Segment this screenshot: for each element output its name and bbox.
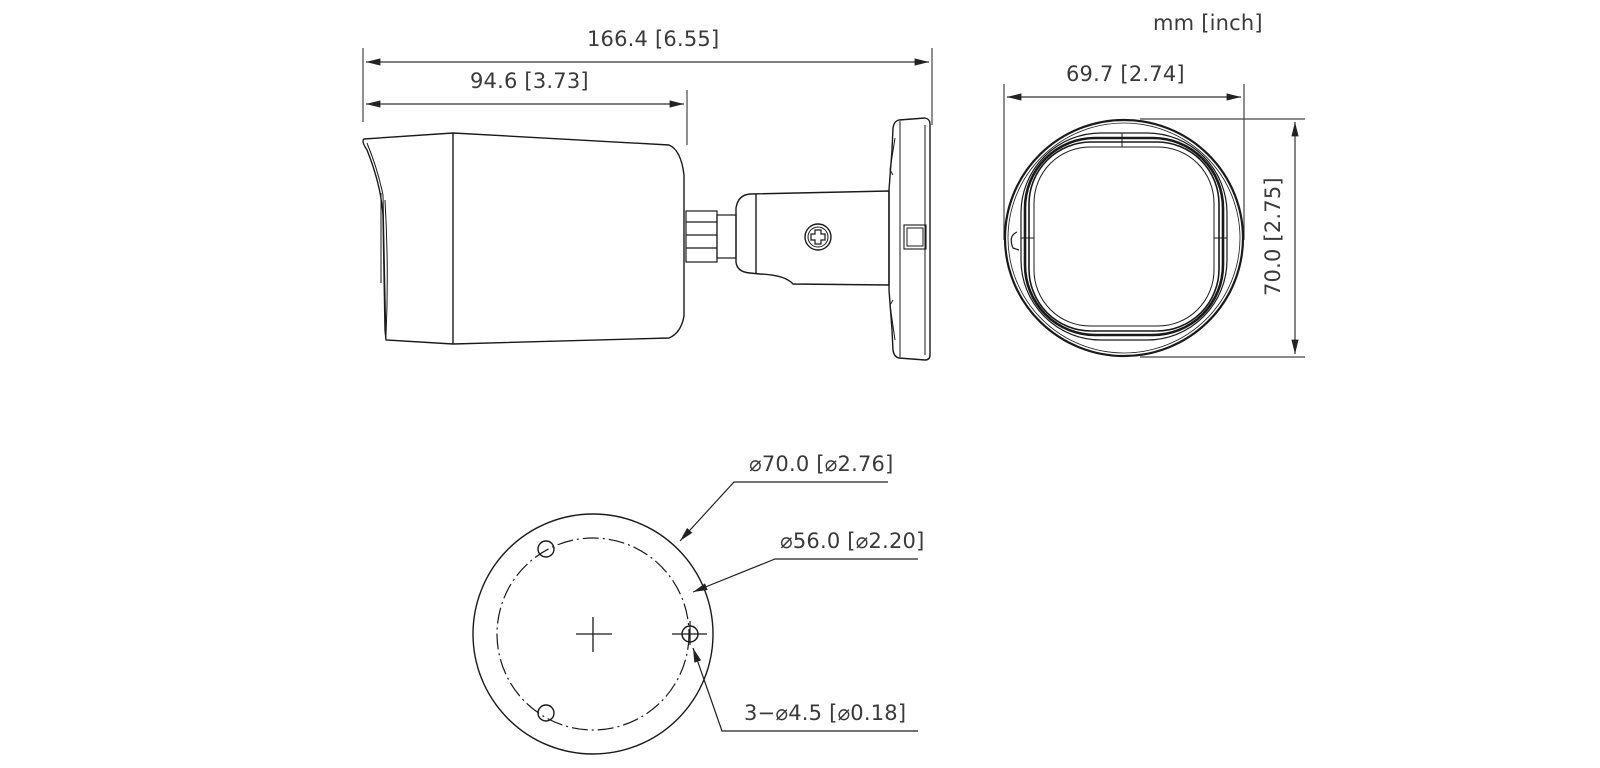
front-width-label: 69.7 [2.74] (1066, 62, 1185, 86)
mount-base-plate-side (888, 117, 931, 361)
side-extension-lines (362, 48, 933, 145)
housing-length-label: 94.6 [3.73] (470, 69, 589, 93)
mount-bracket-arm (735, 190, 890, 286)
front-view (1003, 84, 1305, 358)
bolt-circle-diameter-label: ⌀56.0 [⌀2.20] (780, 529, 925, 553)
side-view (362, 48, 933, 361)
front-extension-lines (1003, 84, 1305, 358)
base-outer-circle (472, 513, 714, 755)
overall-length-label: 166.4 [6.55] (587, 27, 720, 51)
screw-icon (804, 223, 832, 251)
mounting-holes (537, 540, 707, 722)
front-height-label: 70.0 [2.75] (1261, 177, 1285, 296)
leader-lines (679, 481, 918, 732)
camera-front-face (1003, 118, 1245, 358)
camera-housing-side (362, 132, 685, 345)
mounting-holes-label: 3−⌀4.5 [⌀0.18] (744, 701, 907, 725)
units-label: mm [inch] (1153, 11, 1263, 35)
outer-diameter-label: ⌀70.0 [⌀2.76] (749, 452, 894, 476)
connector-nut (685, 210, 737, 263)
base-view (472, 481, 918, 755)
